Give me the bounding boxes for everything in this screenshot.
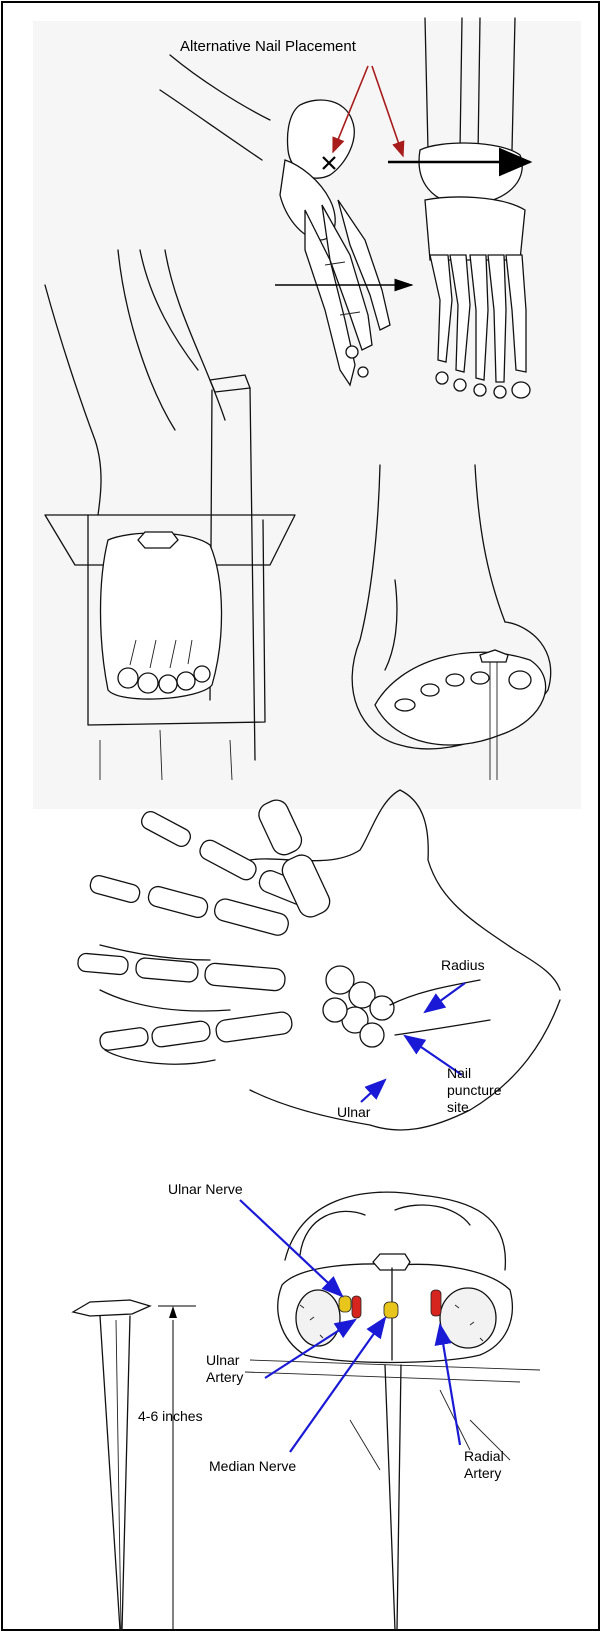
feet-on-wooden-post: [45, 250, 295, 780]
ulnar-arrow: [361, 1080, 385, 1102]
foot-skeleton-front-view: [419, 18, 530, 398]
alternative-nail-placement-label: Alternative Nail Placement: [180, 38, 356, 55]
ulnar-nerve-label: Ulnar Nerve: [168, 1181, 243, 1198]
ulnar-artery-label: Ulnar Artery: [206, 1352, 260, 1386]
wrist-cross-section: [245, 1192, 540, 1630]
radial-artery-label: Radial Artery: [464, 1448, 518, 1482]
median-nerve-marker: [384, 1302, 398, 1318]
ulnar-artery-marker: [352, 1296, 361, 1318]
spike-nail: [73, 1300, 150, 1630]
ulnar-label: Ulnar: [337, 1104, 370, 1121]
nail-puncture-site-label: Nail puncture site: [447, 1065, 507, 1116]
median-nerve-label: Median Nerve: [209, 1458, 296, 1475]
red-arrow-to-ankle: [372, 66, 403, 156]
nail-length-dimension: [158, 1306, 196, 1630]
nail-length-label: 4-6 inches: [138, 1408, 203, 1425]
foot-skeleton-side-view: [160, 55, 390, 385]
radial-artery-marker: [431, 1290, 441, 1316]
radius-label: Radius: [441, 957, 485, 974]
ulnar-nerve-marker: [339, 1296, 351, 1312]
foot-sole-with-nail: [352, 465, 551, 780]
